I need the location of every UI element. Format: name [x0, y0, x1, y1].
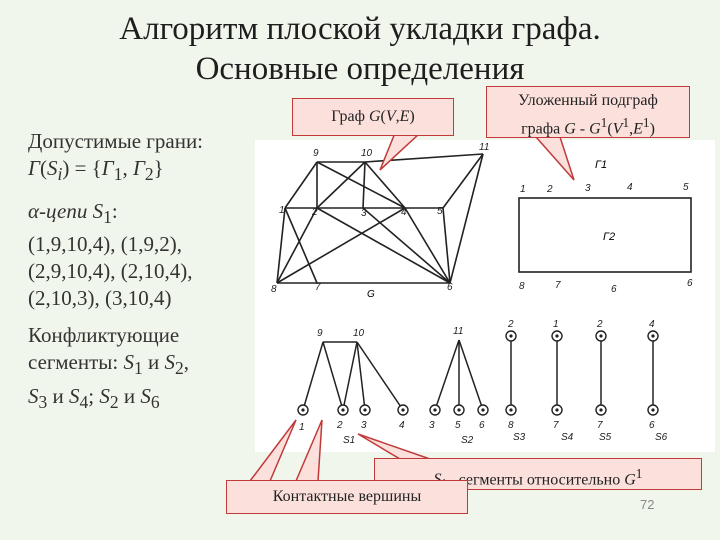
svg-text:8: 8 [508, 420, 514, 431]
alpha-chains-line2: (2,9,10,4), (2,10,4), [28, 259, 193, 284]
svg-text:3: 3 [361, 420, 367, 431]
segment-label-s3: S3 [513, 432, 526, 443]
subgraph-callout: Уложенный подграф графа G - G1(V1,E1) [486, 86, 690, 138]
svg-text:7: 7 [553, 420, 559, 431]
subgraph-vertex-labels: 1 2 3 4 5 8 7 6 6 [519, 182, 693, 295]
svg-text:6: 6 [687, 278, 693, 289]
svg-text:5: 5 [683, 182, 689, 193]
graph-callout: Граф G(V,E) [292, 98, 454, 136]
face-1-label: Г1 [595, 159, 607, 171]
svg-text:2: 2 [311, 207, 318, 218]
segment-s2-edges [434, 339, 484, 411]
svg-text:1: 1 [299, 422, 305, 433]
svg-text:10: 10 [353, 328, 365, 339]
segment-label-s1: S1 [343, 435, 355, 446]
svg-text:11: 11 [453, 326, 463, 337]
svg-text:4: 4 [401, 207, 407, 218]
segment-label-s4: S4 [561, 432, 574, 443]
svg-text:6: 6 [447, 282, 453, 293]
segment-label-s6: S6 [655, 432, 668, 443]
segment-other-edges [510, 336, 654, 410]
segment-label-s2: S2 [461, 435, 474, 446]
svg-text:4: 4 [649, 319, 655, 330]
face-2-label: Г2 [603, 231, 615, 243]
contact-vertex-dots [301, 334, 655, 412]
segment-s1-edges [302, 341, 404, 411]
segment-label-s5: S5 [599, 432, 612, 443]
svg-text:1: 1 [520, 184, 526, 195]
svg-text:2: 2 [507, 319, 514, 330]
svg-text:3: 3 [429, 420, 435, 431]
conflict-line3: S3 и S4; S2 и S6 [28, 383, 160, 412]
svg-text:1: 1 [279, 205, 285, 216]
alpha-chains-label: α-цепи S1: [28, 199, 118, 228]
svg-text:6: 6 [479, 420, 485, 431]
svg-text:7: 7 [555, 280, 561, 291]
svg-text:4: 4 [627, 182, 633, 193]
subgraph-edges [518, 197, 692, 273]
conflict-line2: сегменты: S1 и S2, [28, 350, 189, 379]
svg-text:7: 7 [315, 282, 321, 293]
contact-vertex-circles [297, 330, 659, 416]
svg-text:9: 9 [317, 328, 323, 339]
subgraph-callout-line2: графа G - G1(V1,E1) [521, 115, 655, 138]
svg-text:5: 5 [455, 420, 461, 431]
svg-text:6: 6 [649, 420, 655, 431]
segment-name-labels: S1 S2 S3 S4 S5 S6 [343, 432, 668, 446]
alpha-chains-line1: (1,9,10,4), (1,9,2), [28, 232, 182, 257]
subgraph-callout-line1: Уложенный подграф [518, 92, 658, 109]
page-number: 72 [640, 497, 655, 512]
svg-text:7: 7 [597, 420, 603, 431]
admissible-faces-label: Допустимые грани: [28, 129, 204, 153]
svg-text:3: 3 [585, 183, 591, 194]
slide-title-line1: Алгоритм плоской укладки графа. [119, 11, 601, 47]
svg-text:3: 3 [361, 208, 367, 219]
svg-text:9: 9 [313, 148, 319, 159]
svg-text:8: 8 [271, 284, 277, 295]
alpha-chains-line3: (2,10,3), (3,10,4) [28, 286, 172, 311]
conflict-label: Конфликтующие [28, 323, 180, 348]
svg-text:1: 1 [553, 319, 559, 330]
svg-text:8: 8 [519, 281, 525, 292]
graph-g-edges [276, 153, 484, 284]
svg-text:6: 6 [611, 284, 617, 295]
graph-label: G [367, 289, 375, 300]
svg-text:2: 2 [596, 319, 603, 330]
svg-text:10: 10 [361, 148, 373, 159]
definitions-text: Допустимые грани: Г(Si) = {Г1, Г2} α-цеп… [28, 128, 258, 416]
svg-text:4: 4 [399, 420, 405, 431]
slide-title-line2: Основные определения [195, 51, 525, 87]
svg-text:2: 2 [546, 184, 553, 195]
svg-text:5: 5 [437, 206, 443, 217]
admissible-faces-formula: Г(Si) = {Г1, Г2} [28, 156, 164, 185]
contact-vertices-callout: Контактные вершины [226, 480, 468, 514]
svg-text:2: 2 [336, 420, 343, 431]
svg-text:11: 11 [479, 142, 489, 153]
